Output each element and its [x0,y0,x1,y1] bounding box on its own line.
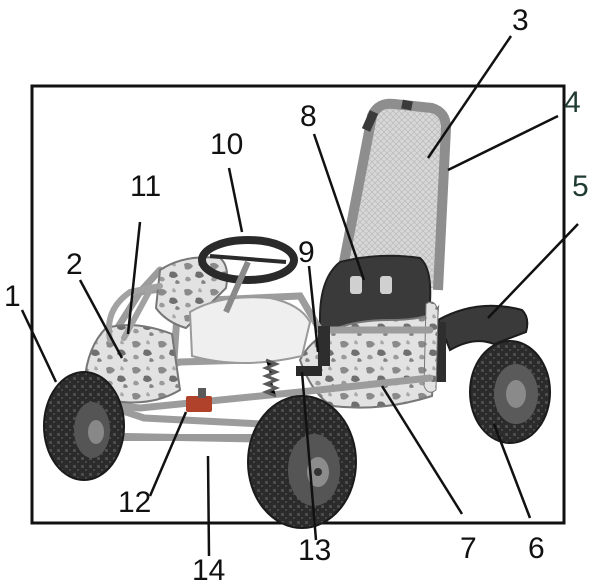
callout-14: 14 [192,554,225,584]
steering-wheel [198,236,298,314]
leader-lines [20,35,579,557]
pedal-assembly [186,396,212,412]
leader-6 [492,423,532,519]
go-kart-illustration [43,98,551,529]
leader-4 [447,114,559,172]
front-axle [92,434,308,441]
leader-10 [227,167,244,233]
leader-7 [380,385,464,515]
leader-3 [426,35,513,159]
callout-10: 10 [210,128,243,161]
leader-1 [20,309,58,383]
leader-9 [307,265,320,353]
seat-bracket [318,326,330,366]
callout-3: 3 [512,4,529,37]
rear-right-wheel [469,340,551,444]
front-right-wheel [247,395,357,529]
callout-6: 6 [528,532,545,565]
callout-numbers: 1 2 3 4 5 6 7 8 9 10 11 12 13 14 [4,4,589,584]
leader-12 [148,411,188,497]
leader-11 [126,221,142,335]
callout-7: 7 [460,532,477,565]
front-shock [261,358,281,398]
leader-14 [206,455,211,557]
callout-4: 4 [564,86,581,119]
center-body [188,296,312,364]
callout-1: 1 [4,280,21,313]
leader-2 [78,279,124,359]
front-left-wheel [43,371,125,481]
callout-12: 12 [118,486,151,519]
callout-2: 2 [66,248,83,281]
roll-bar [339,98,451,291]
callout-13: 13 [298,534,331,567]
callout-11: 11 [130,170,161,203]
leader-8 [312,133,366,281]
callout-8: 8 [300,100,317,133]
floor-bracket [296,366,322,376]
callout-5: 5 [572,170,589,203]
leader-5 [487,223,579,319]
leader-13 [300,371,318,541]
callout-9: 9 [298,236,315,269]
rear-fender [436,304,529,352]
